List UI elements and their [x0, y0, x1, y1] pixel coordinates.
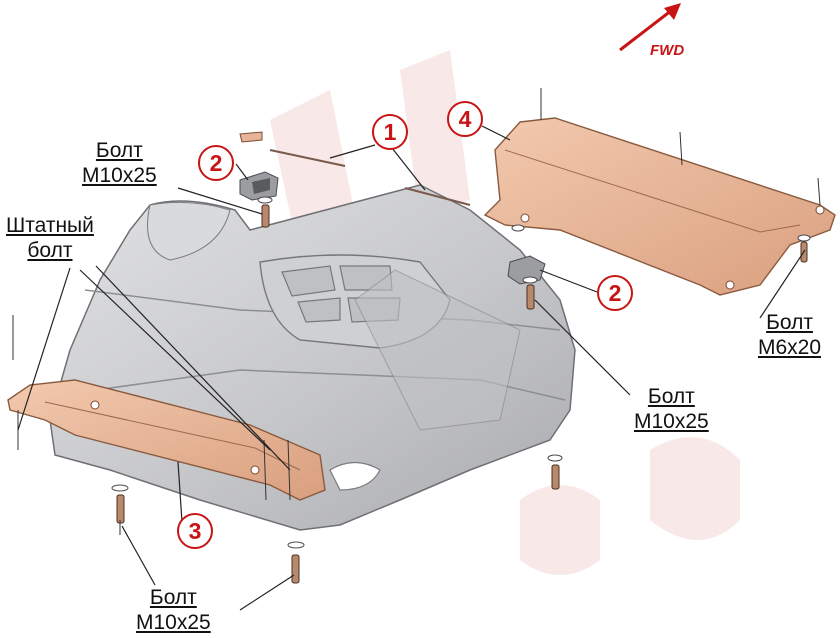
label-bolt-right-mid-line2: M10x25: [634, 410, 709, 433]
bolts: [116, 204, 808, 584]
front-plate: [7, 379, 326, 501]
tube-part: [239, 131, 471, 206]
label-bolt-top-left: Болт M10x25: [82, 138, 157, 188]
label-bolt-top-left-line1: Болт: [95, 139, 143, 162]
label-bolt-right-line1: Болт: [766, 311, 813, 334]
label-bolt-top-left-line2: M10x25: [82, 164, 157, 187]
label-bolt-right-mid: Болт M10x25: [634, 384, 709, 434]
callout-3: 3: [177, 513, 213, 549]
label-bolt-right-line2: M6x20: [758, 336, 822, 359]
label-bolt-bottom-line2: M10x25: [136, 611, 211, 634]
label-bolt-right-mid-line1: Болт: [647, 385, 695, 408]
label-bolt-right: Болт M6x20: [758, 310, 821, 360]
rear-plate: [483, 117, 836, 296]
label-stock-bolt: Штатный болт: [6, 213, 94, 263]
assembly-axes: [12, 88, 821, 535]
label-bolt-bottom: Болт M10x25: [136, 585, 211, 635]
washers: [111, 196, 811, 549]
callout-2-right: 2: [597, 275, 633, 311]
fwd-arrow-icon: [619, 3, 681, 52]
watermark: [270, 50, 740, 575]
label-stock-bolt-line1: Штатный: [6, 214, 94, 237]
bracket-left: [239, 171, 279, 201]
fwd-label: FWD: [650, 42, 685, 59]
callout-2-left: 2: [198, 145, 234, 181]
label-stock-bolt-line2: болт: [27, 239, 73, 262]
callout-1: 1: [372, 114, 408, 150]
leader-lines: [17, 125, 806, 611]
bracket-right: [507, 255, 546, 285]
label-bolt-bottom-line1: Болт: [149, 586, 197, 609]
callout-4: 4: [447, 101, 483, 137]
